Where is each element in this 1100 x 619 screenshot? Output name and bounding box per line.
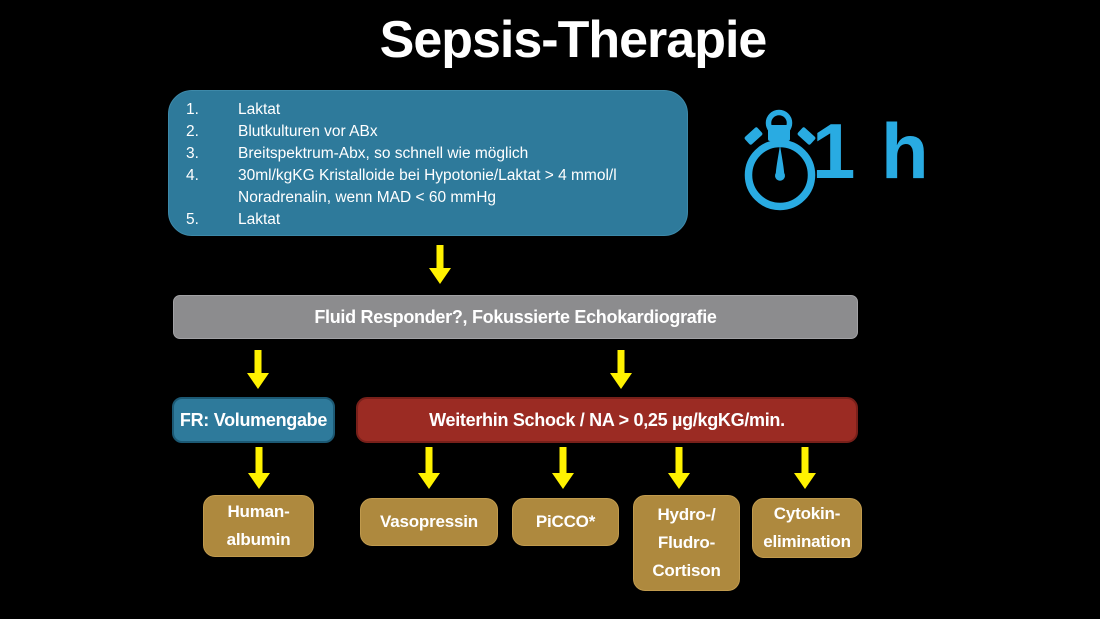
arrow-down-icon (247, 350, 269, 389)
protocol-item-text: Laktat (238, 211, 281, 228)
arrow-down-icon (668, 447, 690, 489)
decision-box: Fluid Responder?, Fokussierte Echokardio… (173, 295, 858, 339)
protocol-item-text: Blutkulturen vor ABx (238, 123, 378, 140)
therapy-line: PiCCO* (535, 512, 596, 531)
timer-value: 1 h (812, 107, 931, 195)
arrow-down-icon (552, 447, 574, 489)
protocol-item-text: 30ml/kgKG Kristalloide bei Hypotonie/Lak… (238, 165, 671, 209)
protocol-item-number: 4. (186, 167, 199, 184)
protocol-item-number: 1. (186, 101, 199, 118)
protocol-box: 1. Laktat 2. Blutkulturen vor ABx 3. Bre… (168, 90, 688, 236)
arrow-down-icon (248, 447, 270, 489)
therapy-line: Human- (227, 502, 290, 521)
therapy-line: elimination (763, 532, 851, 551)
protocol-item-number: 2. (186, 123, 199, 140)
therapy-line: Cortison (652, 561, 721, 580)
therapy-line: Cytokin- (773, 504, 841, 523)
protocol-item-text: Breitspektrum-Abx, so schnell wie möglic… (238, 145, 529, 162)
protocol-item: 5. Laktat (186, 209, 671, 231)
shock-box: Weiterhin Schock / NA > 0,25 µg/kgKG/min… (356, 397, 858, 443)
protocol-item: 4. 30ml/kgKG Kristalloide bei Hypotonie/… (186, 165, 671, 209)
therapy-box-hydrocortison: Hydro-/ Fludro- Cortison (633, 495, 740, 591)
stopwatch-icon (744, 109, 816, 211)
arrow-down-icon (418, 447, 440, 489)
therapy-line: albumin (226, 530, 291, 549)
protocol-item-text: Laktat (238, 101, 281, 118)
therapy-box-picco: PiCCO* (512, 498, 619, 546)
protocol-item: 3. Breitspektrum-Abx, so schnell wie mög… (186, 143, 671, 165)
therapy-line: Hydro-/ (657, 505, 716, 524)
therapy-line: Fludro- (657, 533, 716, 552)
arrow-down-icon (610, 350, 632, 389)
arrow-down-icon (429, 245, 451, 284)
therapy-box-humanalbumin: Human- albumin (203, 495, 314, 557)
therapy-line: Vasopressin (380, 512, 478, 531)
therapy-box-cytokinelimination: Cytokin- elimination (752, 498, 862, 558)
slide-title: Sepsis-Therapie (379, 11, 768, 69)
fr-volumengabe-box: FR: Volumengabe (172, 397, 335, 443)
protocol-item-line: Noradrenalin, wenn MAD < 60 mmHg (238, 189, 497, 206)
protocol-item: 2. Blutkulturen vor ABx (186, 121, 671, 143)
protocol-item: 1. Laktat (186, 99, 671, 121)
protocol-item-number: 3. (186, 145, 199, 162)
therapy-box-vasopressin: Vasopressin (360, 498, 498, 546)
protocol-item-line: 30ml/kgKG Kristalloide bei Hypotonie/Lak… (238, 167, 617, 184)
arrow-down-icon (794, 447, 816, 489)
protocol-item-number: 5. (186, 211, 199, 228)
